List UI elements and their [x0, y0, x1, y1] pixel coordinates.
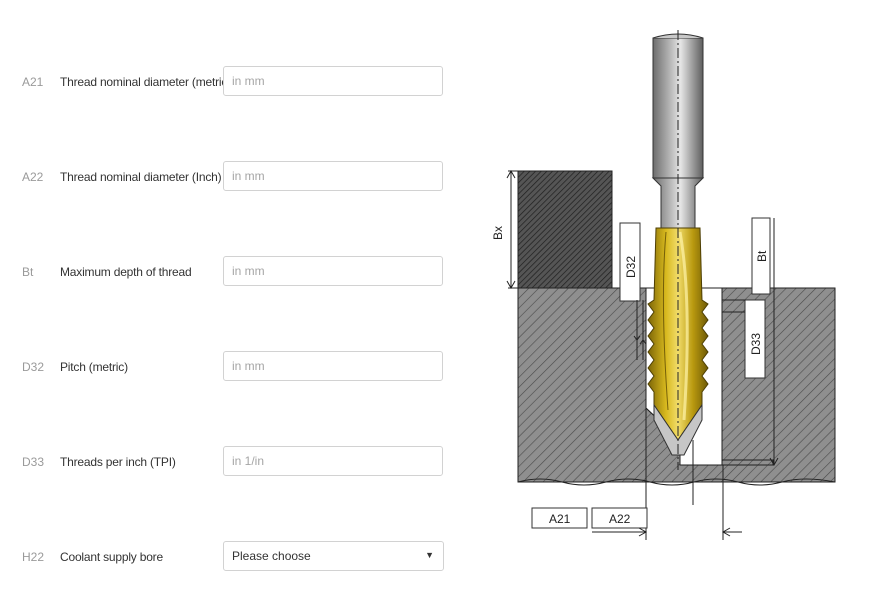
form-row-h22: H22 Coolant supply bore Please choose ▼: [0, 541, 460, 573]
dimension-label-bt: Bt: [755, 250, 769, 262]
dimension-label-a21: A21: [549, 512, 571, 526]
field-code: D33: [22, 455, 45, 469]
field-label: Thread nominal diameter (Inch): [60, 170, 222, 184]
maximum-depth-of-thread-input[interactable]: [223, 256, 443, 286]
tap-tool-diagram: Bx D32 Bt D33 A21 A22: [491, 30, 836, 540]
select-value: Please choose: [232, 549, 311, 563]
field-label: Maximum depth of thread: [60, 265, 192, 279]
threads-per-inch-input[interactable]: [223, 446, 443, 476]
field-code: A21: [22, 75, 44, 89]
dimension-label-a22: A22: [609, 512, 631, 526]
thread-nominal-diameter-metric-input[interactable]: [223, 66, 443, 96]
dimension-label-bx: Bx: [491, 226, 505, 240]
coolant-supply-bore-select[interactable]: Please choose ▼: [223, 541, 444, 571]
thread-nominal-diameter-inch-input[interactable]: [223, 161, 443, 191]
dropdown-arrow-icon: ▼: [425, 550, 434, 560]
form-row-bt: Bt Maximum depth of thread: [0, 256, 460, 288]
pitch-metric-input[interactable]: [223, 351, 443, 381]
field-code: A22: [22, 170, 44, 184]
field-label: Thread nominal diameter (metric): [60, 75, 231, 89]
form-row-a21: A21 Thread nominal diameter (metric): [0, 66, 460, 98]
form-row-a22: A22 Thread nominal diameter (Inch): [0, 161, 460, 193]
field-label: Pitch (metric): [60, 360, 128, 374]
dimension-label-d33: D33: [749, 333, 763, 355]
field-code: Bt: [22, 265, 34, 279]
form-row-d32: D32 Pitch (metric): [0, 351, 460, 383]
drill-tip: [653, 403, 703, 456]
field-label: Threads per inch (TPI): [60, 455, 176, 469]
tool-neck: [651, 177, 705, 229]
clamping-block: [517, 170, 613, 289]
dimension-label-d32: D32: [624, 256, 638, 278]
field-code: H22: [22, 550, 45, 564]
field-label: Coolant supply bore: [60, 550, 163, 564]
field-code: D32: [22, 360, 45, 374]
form-row-d33: D33 Threads per inch (TPI): [0, 446, 460, 478]
